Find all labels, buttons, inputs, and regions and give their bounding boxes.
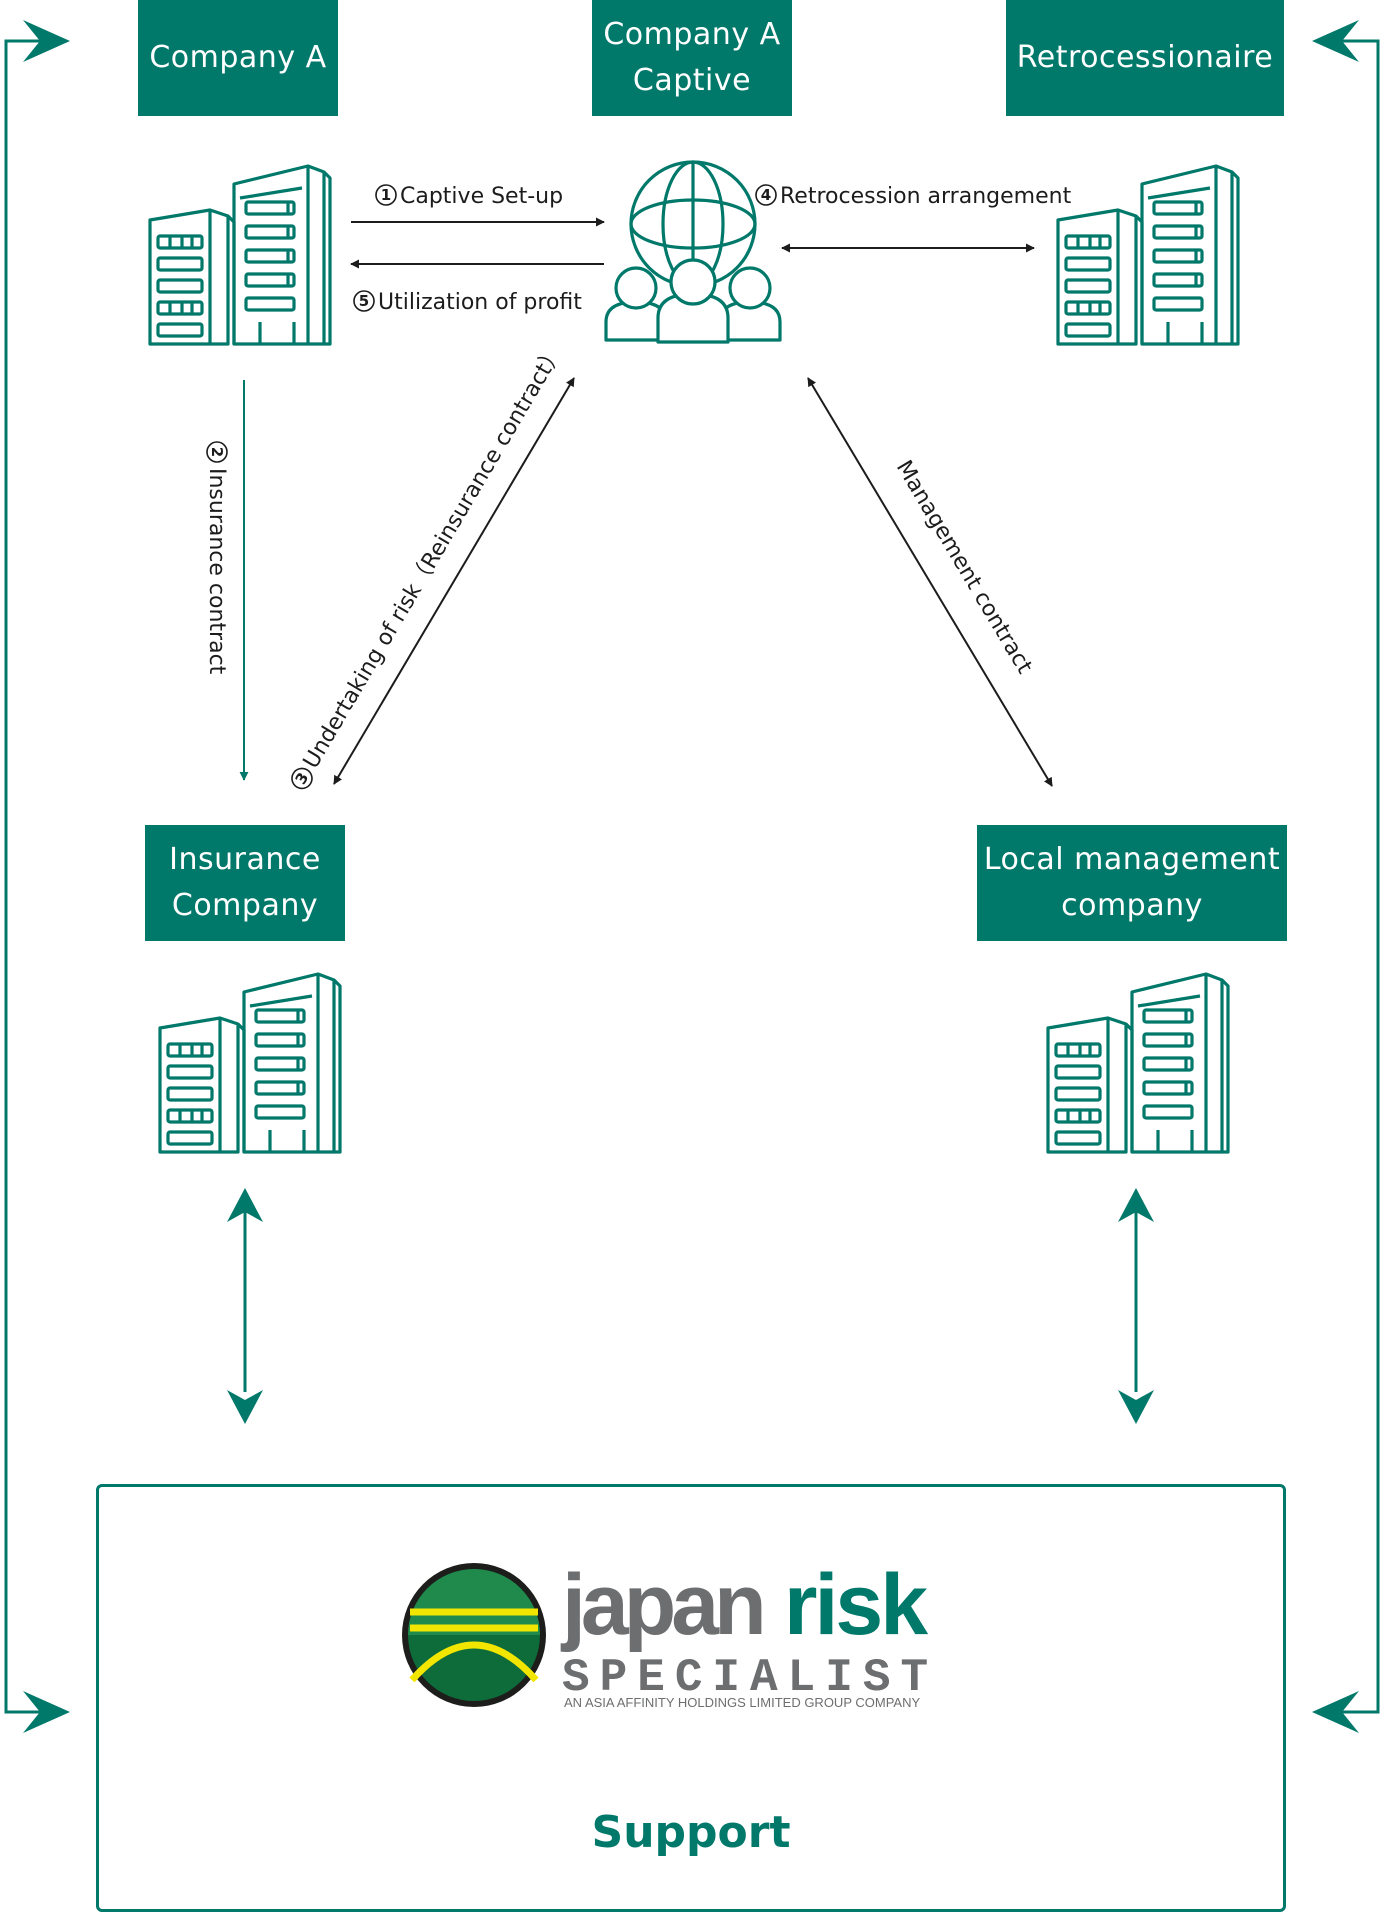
edge-5-number: 5: [359, 292, 369, 310]
edge-3-number-badge: [291, 767, 313, 790]
support-loop-left: [4, 39, 50, 1714]
edge-4-label: Retrocession arrangement: [780, 184, 1072, 209]
edge-management-contract-arrow: [807, 377, 1053, 787]
captive-globe-people-icon: [604, 160, 782, 344]
node-captive-label-1: Company A: [603, 16, 781, 52]
edge-5-label: Utilization of profit: [378, 290, 582, 315]
chevron-left-icon: [1312, 20, 1359, 1733]
node-retrocessionaire: Retrocessionaire: [1006, 0, 1284, 116]
node-captive-label-2: Captive: [632, 63, 752, 98]
building-icon-company-a: [148, 164, 332, 346]
edge-5-number-badge: [353, 290, 375, 312]
node-local-label-1: Local management: [983, 841, 1281, 877]
edge-1-number: 1: [381, 186, 391, 204]
japanrisk-logo: japan risk SPECIALIST AN ASIA AFFINITY H…: [402, 1557, 938, 1710]
building-icon-local-management: [1046, 972, 1230, 1154]
support-arrow-insurance: [227, 1188, 263, 1424]
logo-tagline: AN ASIA AFFINITY HOLDINGS LIMITED GROUP …: [564, 1695, 920, 1710]
logo-word-japan: japan: [560, 1557, 762, 1653]
edge-undertaking-risk-arrow: [333, 377, 575, 785]
edge-4-number: 4: [761, 186, 771, 204]
support-arrow-local: [1118, 1188, 1154, 1424]
logo-specialist: SPECIALIST: [562, 1652, 938, 1704]
logo-word-risk: risk: [784, 1557, 928, 1653]
building-icon-retrocessionaire: [1056, 164, 1240, 346]
node-captive: Company A Captive: [592, 0, 792, 116]
edge-management-label: Management contract: [891, 456, 1037, 678]
building-icon-insurance-company: [158, 972, 342, 1154]
node-company-a: Company A: [138, 0, 338, 116]
edge-2-number: 2: [208, 447, 226, 457]
node-local-management: Local management company: [977, 825, 1287, 941]
edge-3-label: Undertaking of risk（Reinsurance contract…: [299, 340, 569, 773]
node-insurance-label-2: Company: [171, 888, 319, 923]
edge-2-number-badge: [206, 441, 228, 463]
edge-2-label: Insurance contract: [204, 468, 229, 675]
support-panel: Support: [96, 1484, 1286, 1912]
support-loop-right: [1334, 39, 1380, 1714]
edge-1-number-badge: [375, 184, 397, 206]
node-company-a-label: Company A: [149, 39, 327, 75]
node-local-label-2: company: [1061, 888, 1203, 923]
node-insurance-label-1: Insurance: [169, 841, 321, 877]
support-label: Support: [591, 1807, 791, 1858]
edge-4-number-badge: [755, 184, 777, 206]
node-retrocessionaire-label: Retrocessionaire: [1016, 39, 1274, 75]
edge-1-label: Captive Set-up: [400, 184, 563, 209]
node-insurance-company: Insurance Company: [145, 825, 345, 941]
chevron-right-icon: [23, 20, 70, 1733]
